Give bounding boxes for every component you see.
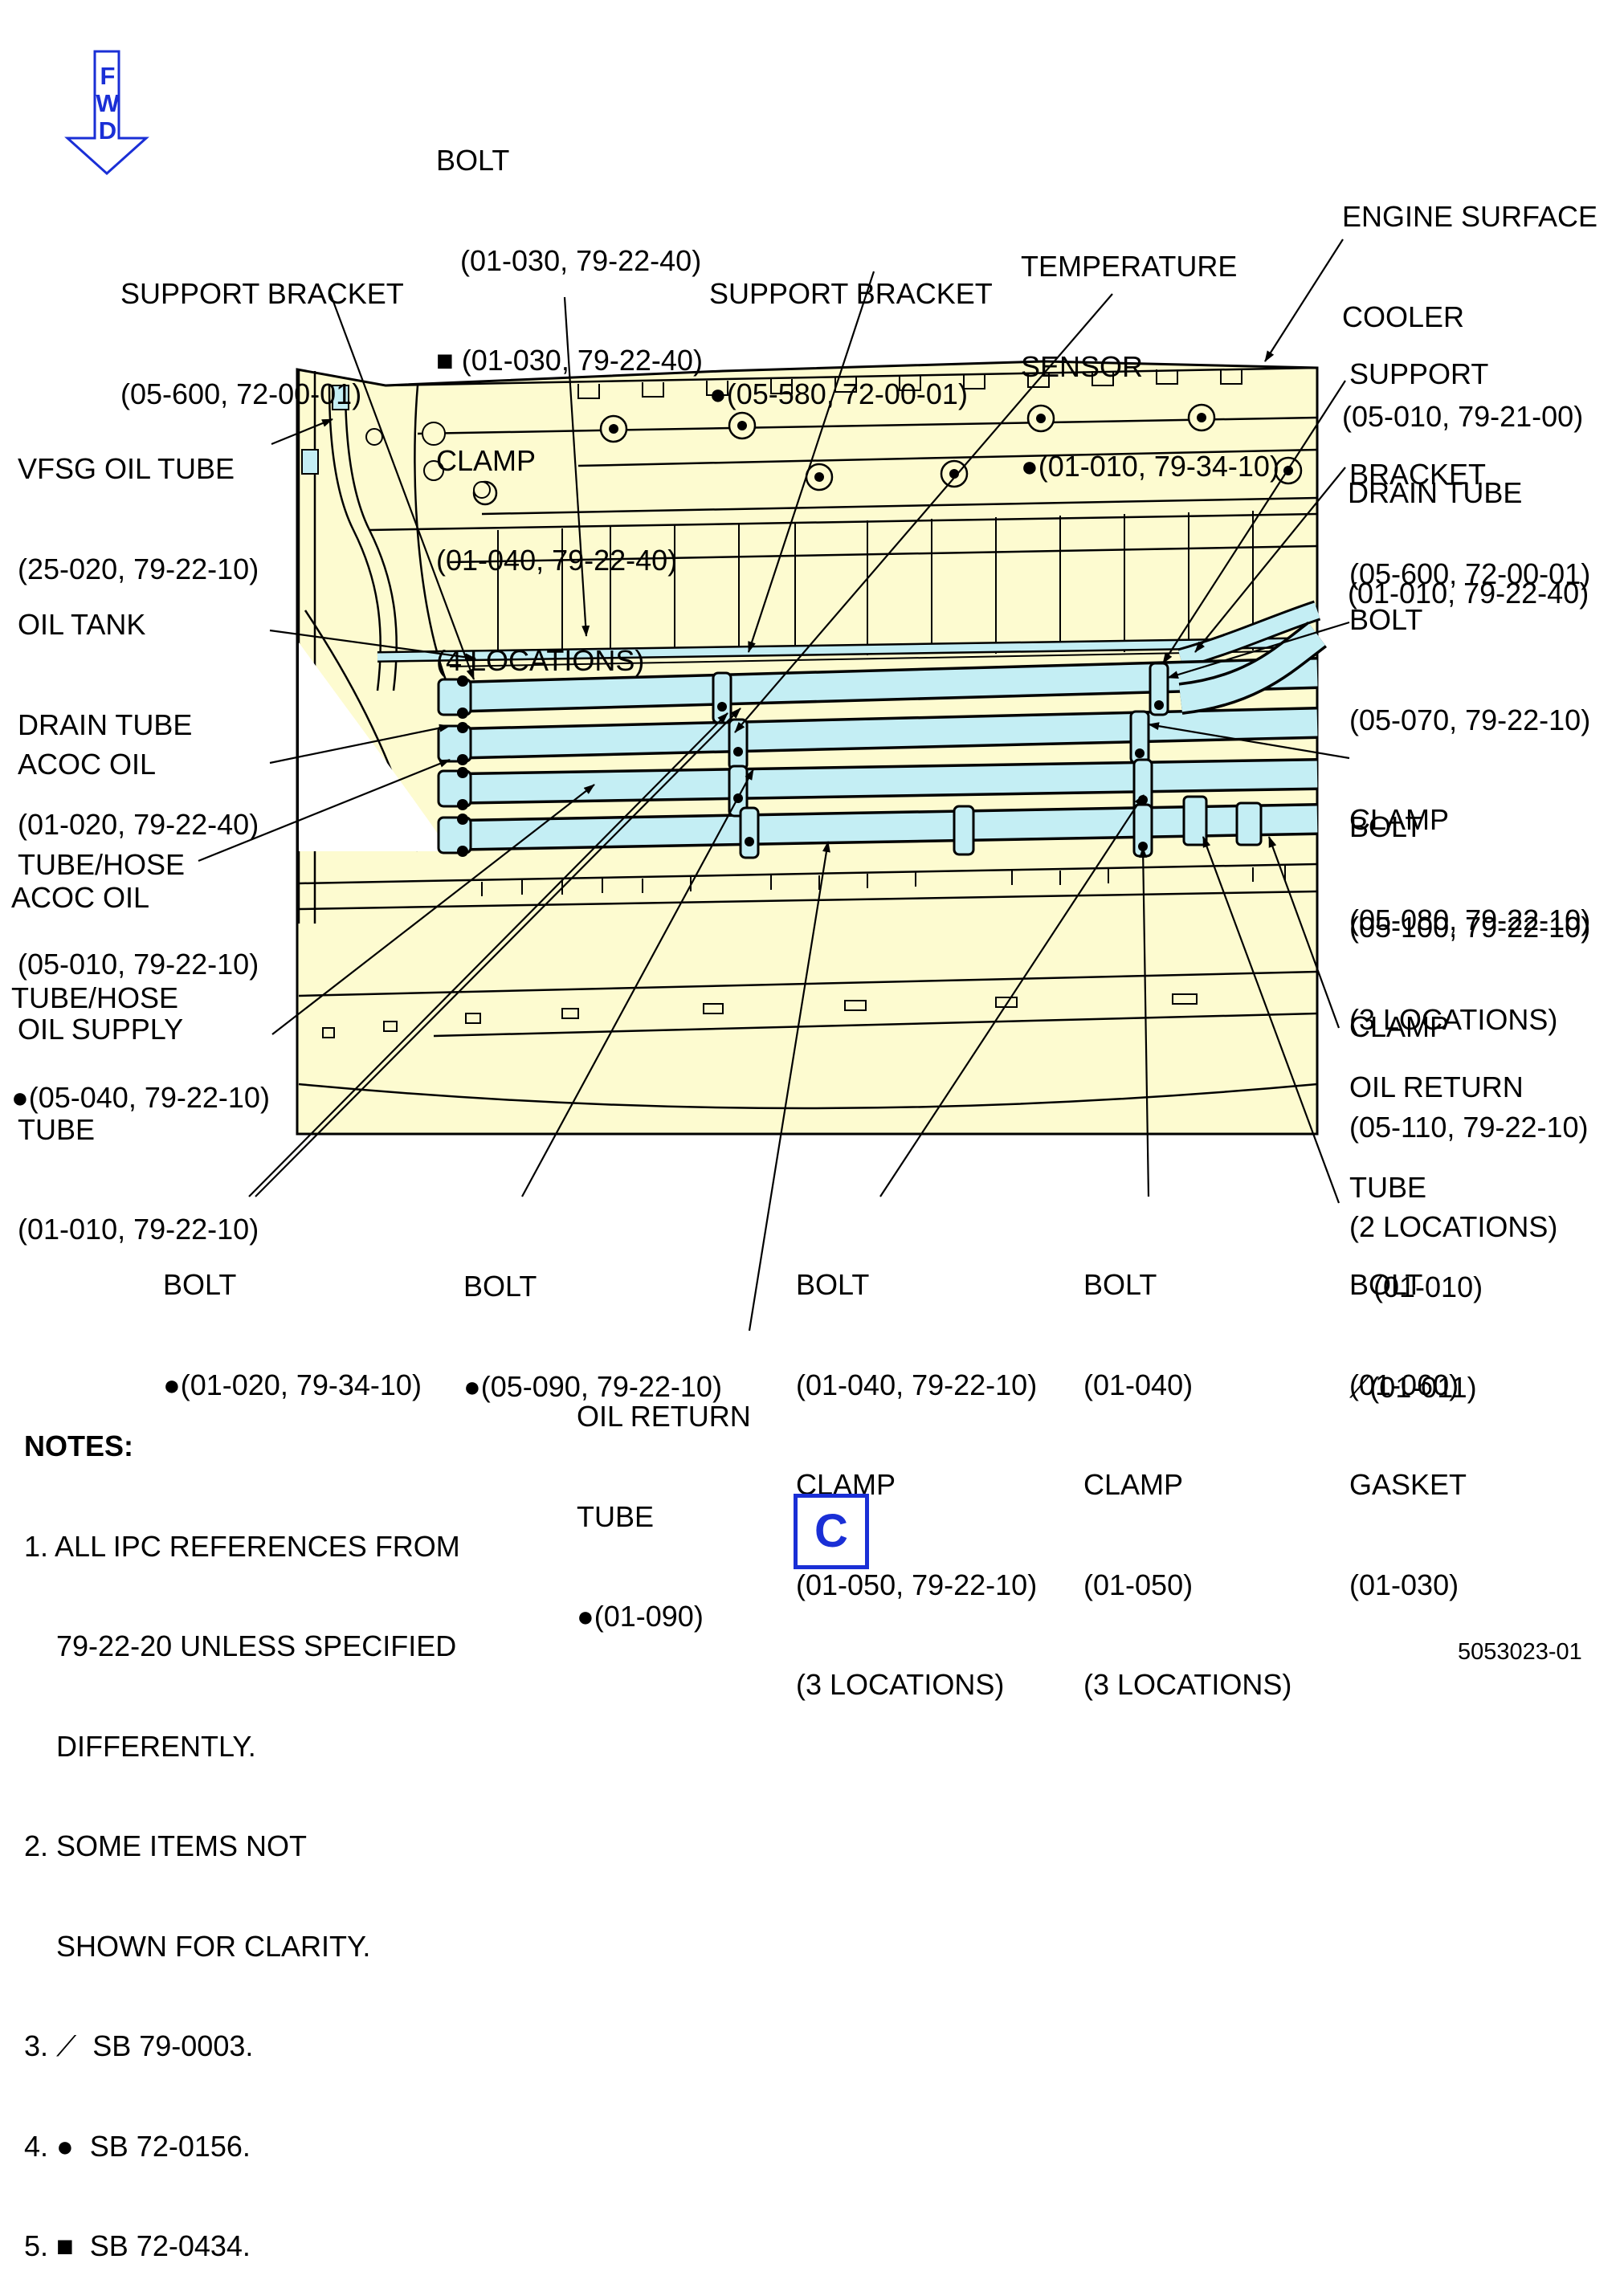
figure-number: 5053023-01 bbox=[1458, 1639, 1582, 1665]
callout-drain-tube: DRAIN TUBE (01-010, 79-22-40) bbox=[1348, 476, 1589, 610]
callout-support-bracket-3: SUPPORT BRACKET (05-600, 72-00-01) bbox=[1349, 357, 1591, 590]
note-line: 4. ● SB 72-0156. bbox=[24, 2129, 251, 2163]
callout-bolt-clamp-top: BOLT (01-030, 79-22-40) ■ (01-030, 79-22… bbox=[436, 144, 703, 677]
notes-block: NOTES: 1. ALL IPC REFERENCES FROM 79-22-… bbox=[24, 1363, 460, 2296]
fwd-letter-f: F bbox=[100, 62, 116, 90]
lower-flange bbox=[298, 863, 1318, 1110]
note-line: 79-22-20 UNLESS SPECIFIED bbox=[24, 1629, 457, 1662]
callout-acoc-oil-tube-1: ACOC OIL TUBE/HOSE (05-010, 79-22-10) bbox=[18, 748, 259, 981]
drain-tube-right-shape bbox=[1177, 600, 1321, 669]
engine-illustration bbox=[198, 239, 1350, 1332]
note-line: 5. ■ SB 72-0434. bbox=[24, 2229, 251, 2262]
fwd-letter-w: W bbox=[96, 89, 120, 117]
callout-bolt-bottom-1: BOLT ●(01-020, 79-34-10) bbox=[163, 1268, 422, 1401]
notes-title: NOTES: bbox=[24, 1429, 134, 1462]
note-line: DIFFERENTLY. bbox=[24, 1729, 256, 1763]
main-oil-tubes bbox=[449, 622, 1328, 851]
callout-engine-surface-cooler: ENGINE SURFACE COOLER (05-010, 79-21-00) bbox=[1342, 200, 1598, 433]
note-line: 1. ALL IPC REFERENCES FROM bbox=[24, 1529, 460, 1563]
oil-tank-drain-tube-shape bbox=[377, 637, 1318, 663]
callout-support-bracket-1: SUPPORT BRACKET (05-600, 72-00-01) bbox=[120, 277, 404, 410]
callout-bolt-clamp-bottom-1: BOLT (01-040, 79-22-10) CLAMP (01-050, 7… bbox=[796, 1268, 1038, 1701]
callout-bolt-bottom-2: BOLT ●(05-090, 79-22-10) bbox=[463, 1270, 722, 1403]
view-label: C bbox=[794, 1494, 869, 1569]
callout-bolt-clamp-bottom-2: BOLT (01-040) CLAMP (01-050) (3 LOCATION… bbox=[1083, 1268, 1292, 1701]
callout-acoc-oil-tube-2: ACOC OIL TUBE/HOSE ●(05-040, 79-22-10) bbox=[11, 881, 270, 1114]
fwd-indicator: F W D bbox=[93, 63, 122, 145]
leader-lines bbox=[198, 239, 1350, 1332]
callout-bolt-gasket: BOLT (01-060) GASKET (01-030) bbox=[1349, 1268, 1467, 1601]
callout-oil-return-tube-bottom: OIL RETURN TUBE ●(01-090) bbox=[577, 1400, 751, 1633]
callout-oil-tank-drain-tube: OIL TANK DRAIN TUBE (01-020, 79-22-40) bbox=[18, 608, 259, 841]
note-line: SHOWN FOR CLARITY. bbox=[24, 1929, 371, 1963]
cooler-bosses bbox=[472, 403, 1303, 506]
callout-bolt-clamp-right-1: BOLT (05-070, 79-22-10) CLAMP (05-080, 7… bbox=[1349, 603, 1591, 1036]
engine-surface-cooler-outline bbox=[369, 366, 1318, 564]
callout-vfsg-oil-tube: VFSG OIL TUBE (25-020, 79-22-10) bbox=[18, 452, 259, 585]
fwd-letter-d: D bbox=[98, 116, 117, 145]
note-line: 2. SOME ITEMS NOT bbox=[24, 1829, 308, 1862]
callout-temperature-sensor: TEMPERATURE SENSOR ●(01-010, 79-34-10) bbox=[1021, 250, 1279, 483]
cooler-ribs bbox=[577, 369, 1242, 399]
cooler-panels bbox=[449, 511, 1318, 667]
tube-end-fittings bbox=[437, 678, 472, 854]
fwd-arrow-icon bbox=[64, 50, 149, 176]
callout-bolt-clamp-right-2: BOLT (05-100, 79-22-10) CLAMP (05-110, 7… bbox=[1349, 810, 1591, 1243]
tube-clamps bbox=[712, 662, 1263, 859]
flange-bolts bbox=[322, 993, 1198, 1038]
callout-support-bracket-2: SUPPORT BRACKET ●(05-580, 72-00-01) bbox=[709, 277, 993, 410]
callout-oil-supply-tube: OIL SUPPLY TUBE (01-010, 79-22-10) bbox=[18, 1013, 259, 1246]
callout-oil-return-tube-right: OIL RETURN TUBE (01-010) ⟋(01-011) bbox=[1349, 1071, 1524, 1404]
note-line: 3. ⟋ SB 79-0003. bbox=[24, 2029, 254, 2062]
